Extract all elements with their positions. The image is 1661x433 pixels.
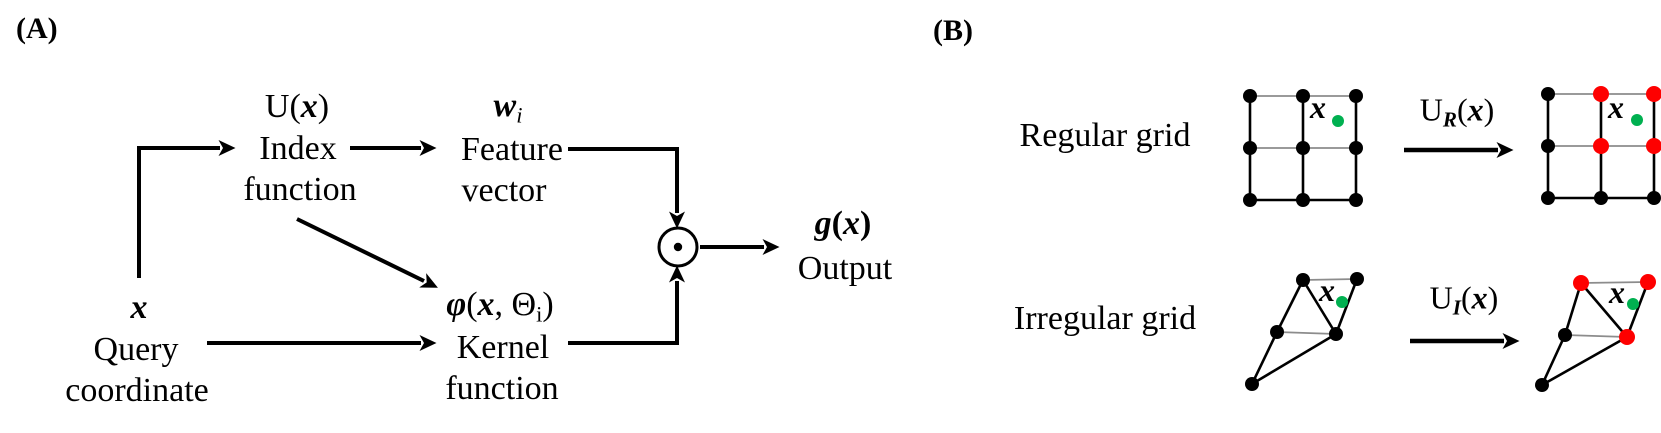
ui-sub: I [1452,295,1462,320]
mesh-node [1329,327,1343,341]
grid-node-selected [1593,138,1609,154]
query-point-marker [1627,298,1639,310]
grid-node-selected [1646,86,1661,102]
flowchart-arrows [137,140,780,351]
grid-node [1296,141,1310,155]
index-function-symbol: U(x) [265,90,329,124]
kernel-symbol-x: x [477,286,495,324]
ui-close: ) [1487,279,1499,316]
grid-node [1243,193,1257,207]
query-x-irregular-after: x [1609,274,1625,310]
query-x-regular-after: x [1608,89,1624,125]
output-symbol-base: g [814,205,832,242]
kernel-function-symbol: φ(x, Θi) [446,288,553,326]
arrow-index-to-kernel [296,217,438,288]
index-symbol-x: x [300,88,318,125]
grid-node-selected [1646,138,1661,154]
mesh-node-selected [1573,275,1589,291]
grid-node [1243,141,1257,155]
kernel-symbol-mid: , Θ [494,286,537,324]
kernel-label-line1: Kernel [456,329,550,366]
ur-sub: R [1442,107,1457,132]
mesh-node [1350,272,1364,286]
mesh-node-selected [1619,329,1635,345]
query-point-marker [1332,115,1344,127]
feature-vector-symbol: wi [494,89,523,127]
grid-node [1647,191,1661,205]
ur-mapping-label: UR(x) [1420,93,1495,130]
query-x-regular-before: x [1310,89,1326,125]
output-label: Output [797,250,893,287]
kernel-symbol-open: ( [466,286,478,324]
index-symbol-post: ) [317,88,330,125]
panel-a-tag: (A) [16,12,58,45]
mesh-nodes [1245,272,1364,391]
arrow-kernel-to-operator [568,265,685,345]
regular-grid-label: Regular grid [1019,117,1191,154]
feature-label-line2: vector [461,172,547,209]
irregular-grid-label: Irregular grid [1013,300,1197,337]
feature-symbol-base: w [493,87,517,125]
ur-close: ) [1483,91,1495,128]
grid-node [1349,89,1363,103]
ui-x: x [1471,279,1488,316]
feature-symbol-sub: i [516,102,523,128]
grid-node [1541,87,1555,101]
ur-open: ( [1456,91,1468,128]
grid-node [1296,89,1310,103]
query-label-line1: Query [93,331,179,368]
ur-base: U [1419,91,1443,128]
grid-nodes [1243,89,1363,207]
mesh-node [1535,378,1549,392]
output-symbol-x: x [843,205,860,242]
grid-node [1541,191,1555,205]
mesh-node [1558,328,1572,342]
regular-grid-after [1541,86,1661,205]
regular-grid-before [1243,89,1363,207]
dot-product-operator-icon [657,226,699,268]
grid-node [1243,89,1257,103]
mesh-node-selected [1640,274,1656,290]
irregular-grid-after [1535,274,1656,392]
query-x-irregular-before: x [1319,272,1335,308]
query-point-marker [1336,296,1348,308]
grid-nodes [1541,86,1661,205]
arrow-feature-to-operator [568,147,685,229]
grid-node [1296,193,1310,207]
arrow-query-to-index [137,140,236,278]
output-symbol-close: ) [860,205,872,242]
grid-node [1594,191,1608,205]
index-symbol-pre: U( [264,88,301,125]
kernel-symbol-sub: i [536,301,543,327]
ur-x: x [1467,91,1484,128]
query-point-marker [1631,114,1643,126]
index-label-line2: function [243,171,357,208]
ui-mapping-label: UI(x) [1430,281,1499,318]
output-symbol: g(x) [815,207,872,241]
query-symbol: x [130,289,148,326]
grid-node-selected [1593,86,1609,102]
grid-node [1541,139,1555,153]
mesh-nodes [1535,274,1656,392]
kernel-symbol-close: ) [542,286,554,324]
query-label-line2: coordinate [65,372,209,409]
mesh-node [1296,273,1310,287]
irregular-grid-before [1245,272,1364,391]
mesh-node [1270,325,1284,339]
grid-node [1349,193,1363,207]
feature-label-line1: Feature [461,131,563,168]
index-label-line1: Index [259,130,337,167]
ui-base: U [1429,279,1453,316]
panel-b-tag: (B) [933,14,973,47]
ui-open: ( [1461,279,1472,316]
kernel-symbol-base: φ [446,286,467,324]
output-symbol-open: ( [831,205,843,242]
grid-node [1349,141,1363,155]
kernel-label-line2: function [445,370,559,407]
mesh-node [1245,377,1259,391]
